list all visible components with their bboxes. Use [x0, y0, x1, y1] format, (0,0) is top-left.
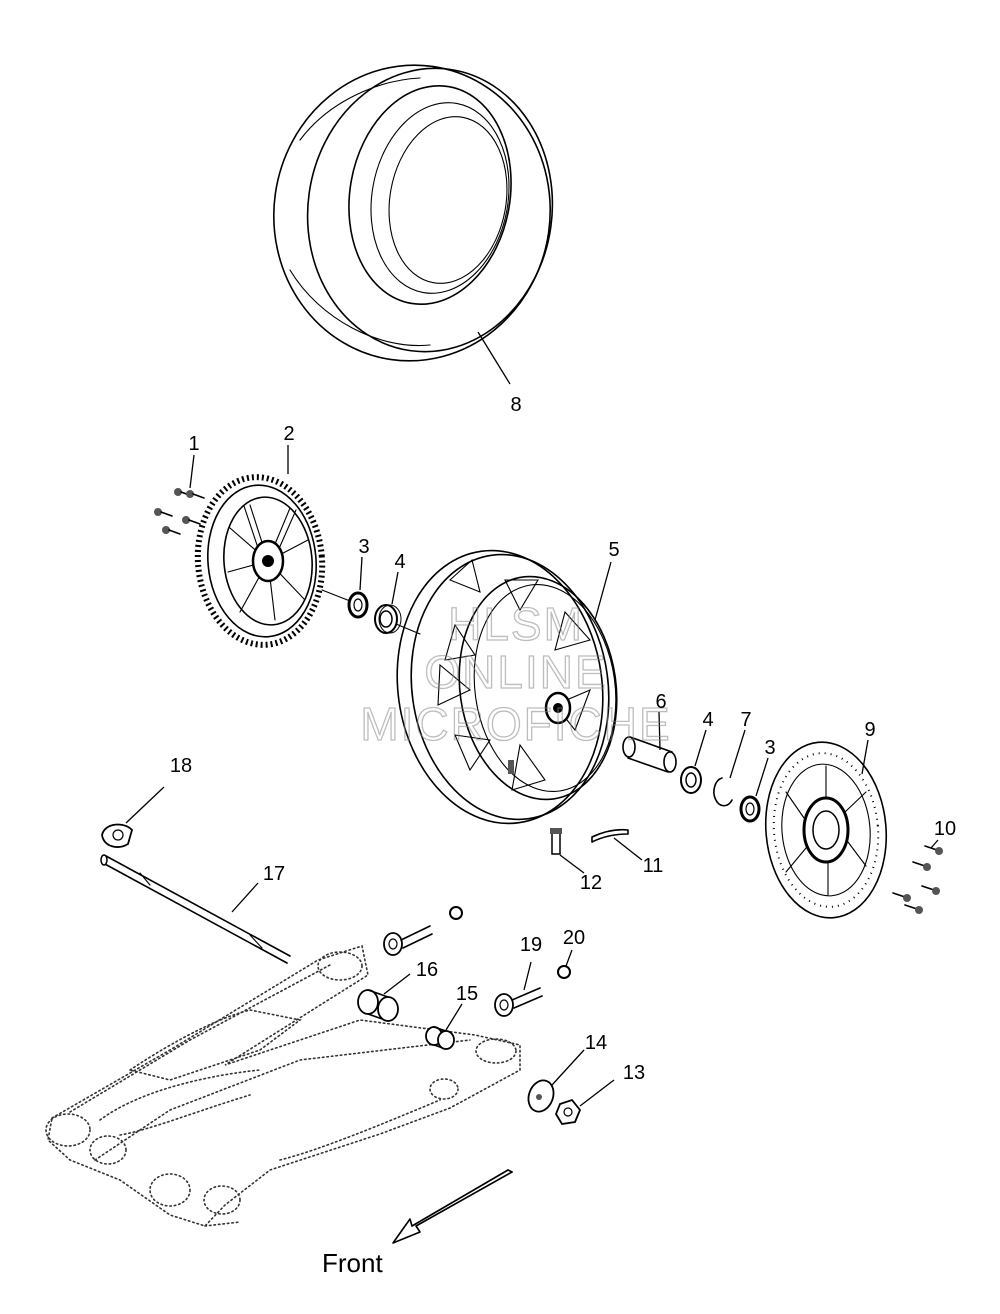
- rear-axle[interactable]: [100, 854, 291, 964]
- sprocket-bolts[interactable]: [154, 488, 205, 535]
- watermark: HLSM ONLINE MICROFICHE: [360, 597, 671, 750]
- callout-9: 9: [864, 719, 875, 741]
- drive-sprocket[interactable]: [191, 472, 329, 650]
- nut-lower[interactable]: [557, 965, 571, 979]
- callout-11: 11: [643, 855, 664, 877]
- callout-16: 16: [416, 959, 438, 981]
- circlip[interactable]: [713, 777, 733, 807]
- callout-4-right: 4: [702, 709, 713, 731]
- seal-left[interactable]: [347, 591, 369, 619]
- callout-2: 2: [283, 423, 294, 445]
- callout-3-left: 3: [358, 536, 369, 558]
- callout-15: 15: [456, 983, 478, 1005]
- front-direction-arrow: [392, 1169, 513, 1244]
- front-label: Front: [322, 1248, 383, 1278]
- watermark-line-1: HLSM: [448, 598, 584, 650]
- axle-nut[interactable]: [554, 1098, 582, 1125]
- callout-17: 17: [263, 863, 285, 885]
- callout-10: 10: [934, 818, 956, 840]
- callout-18: 18: [170, 755, 192, 777]
- callout-numbers: 1 2 3 4 5 6 4 7 3 8 9 10 11 12 13 14 15 …: [170, 394, 956, 1084]
- bearing-right[interactable]: [680, 766, 702, 794]
- nut-upper[interactable]: [449, 906, 463, 920]
- callout-12: 12: [580, 872, 602, 894]
- bushing-small[interactable]: [425, 1026, 455, 1050]
- callout-4-left: 4: [394, 551, 405, 573]
- watermark-line-3: MICROFICHE: [360, 698, 671, 750]
- callout-3-right: 3: [764, 737, 775, 759]
- swingarm: [45, 944, 521, 1227]
- balance-weight[interactable]: [591, 828, 629, 843]
- brake-disc[interactable]: [759, 737, 894, 923]
- watermark-line-2: ONLINE: [424, 646, 607, 698]
- axle-adjuster-cam[interactable]: [101, 823, 134, 848]
- adjuster-plate[interactable]: [524, 1077, 557, 1115]
- callout-5: 5: [608, 539, 619, 561]
- pivot-bolt-lower[interactable]: [494, 987, 543, 1017]
- callout-7: 7: [740, 709, 751, 731]
- tire-valve[interactable]: [550, 828, 562, 855]
- callout-19: 19: [520, 934, 542, 956]
- seal-right[interactable]: [739, 795, 761, 823]
- callout-6: 6: [655, 691, 666, 713]
- disc-bolts[interactable]: [892, 845, 943, 914]
- callout-1: 1: [188, 433, 199, 455]
- tire[interactable]: [255, 47, 571, 379]
- wheel-rim[interactable]: [380, 537, 631, 837]
- bearing-left[interactable]: [374, 604, 402, 634]
- pivot-bolt-upper[interactable]: [383, 925, 433, 956]
- callout-13: 13: [623, 1062, 645, 1084]
- callout-8: 8: [510, 394, 521, 416]
- bushing-large[interactable]: [357, 989, 399, 1022]
- leader-lines: [125, 331, 939, 1107]
- callout-14: 14: [585, 1032, 607, 1054]
- callout-20: 20: [563, 927, 585, 949]
- axle-spacer[interactable]: [622, 736, 677, 773]
